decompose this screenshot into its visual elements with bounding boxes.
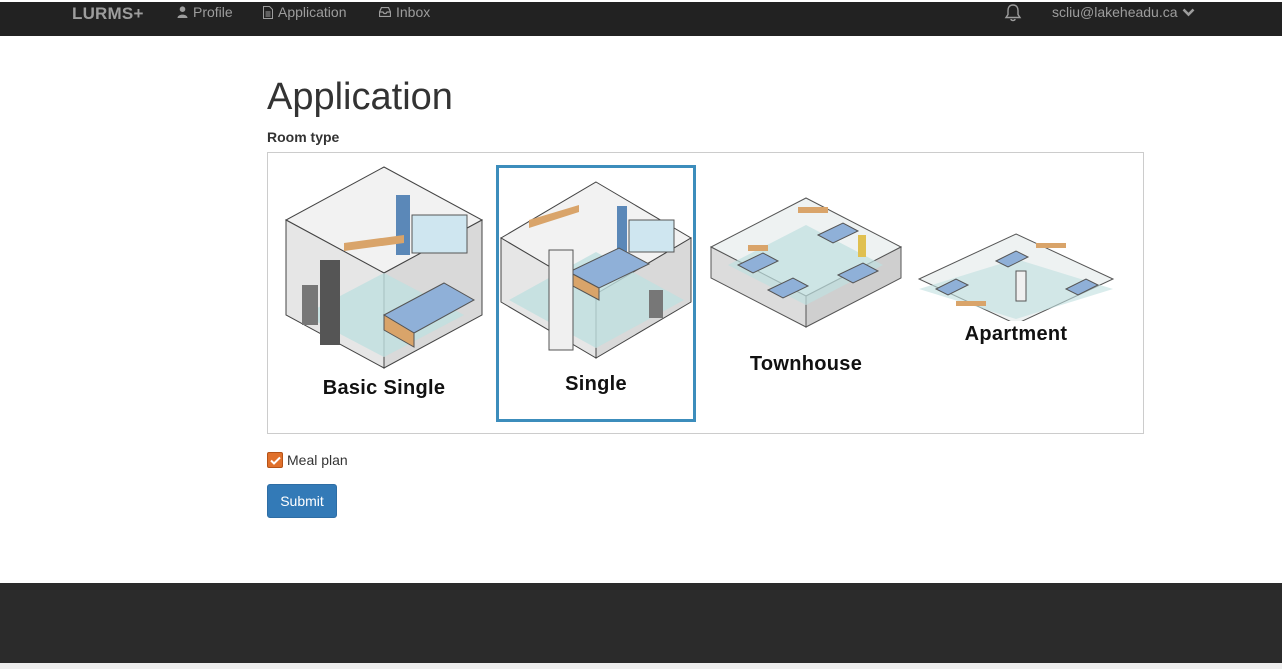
top-navbar: LURMS+ Profile Application Inbox scliu@l… [0,0,1282,36]
chevron-down-icon [1182,8,1194,16]
user-menu[interactable]: scliu@lakeheadu.ca [1052,4,1195,20]
nav-profile-label: Profile [193,4,233,20]
checkmark-icon [269,456,281,465]
room-option-label: Apartment [964,323,1068,345]
user-icon [177,6,188,18]
room-option-label: Single [565,373,627,395]
meal-plan-option[interactable]: Meal plan [267,452,348,468]
room-option-single[interactable]: Single [496,165,696,422]
room-type-label: Room type [267,129,340,145]
inbox-icon [379,7,391,17]
meal-plan-label: Meal plan [287,452,348,468]
townhouse-illustration [709,197,903,328]
single-room-illustration [500,181,692,359]
footer-bottom-strip [0,663,1282,669]
room-option-apartment[interactable]: Apartment [916,231,1116,361]
bell-icon [1004,4,1022,22]
room-type-selector: Basic Single Single [267,152,1144,434]
room-option-label: Townhouse [749,353,863,375]
basic-single-room-illustration [284,166,484,369]
nav-inbox-label: Inbox [396,4,431,20]
nav-application[interactable]: Application [263,4,347,20]
meal-plan-checkbox[interactable] [267,452,283,468]
apartment-illustration [917,233,1115,321]
nav-application-label: Application [278,4,347,20]
page-footer [0,583,1282,663]
notifications-button[interactable] [1004,3,1022,28]
room-option-label: Basic Single [322,377,446,399]
room-option-townhouse[interactable]: Townhouse [708,195,904,385]
page-title: Application [267,76,453,118]
document-icon [263,5,273,19]
nav-inbox[interactable]: Inbox [379,4,430,20]
nav-profile[interactable]: Profile [177,4,233,20]
room-option-basic-single[interactable]: Basic Single [284,165,484,420]
user-email: scliu@lakeheadu.ca [1052,4,1178,20]
submit-button[interactable]: Submit [267,484,337,518]
brand-logo[interactable]: LURMS+ [72,4,144,23]
